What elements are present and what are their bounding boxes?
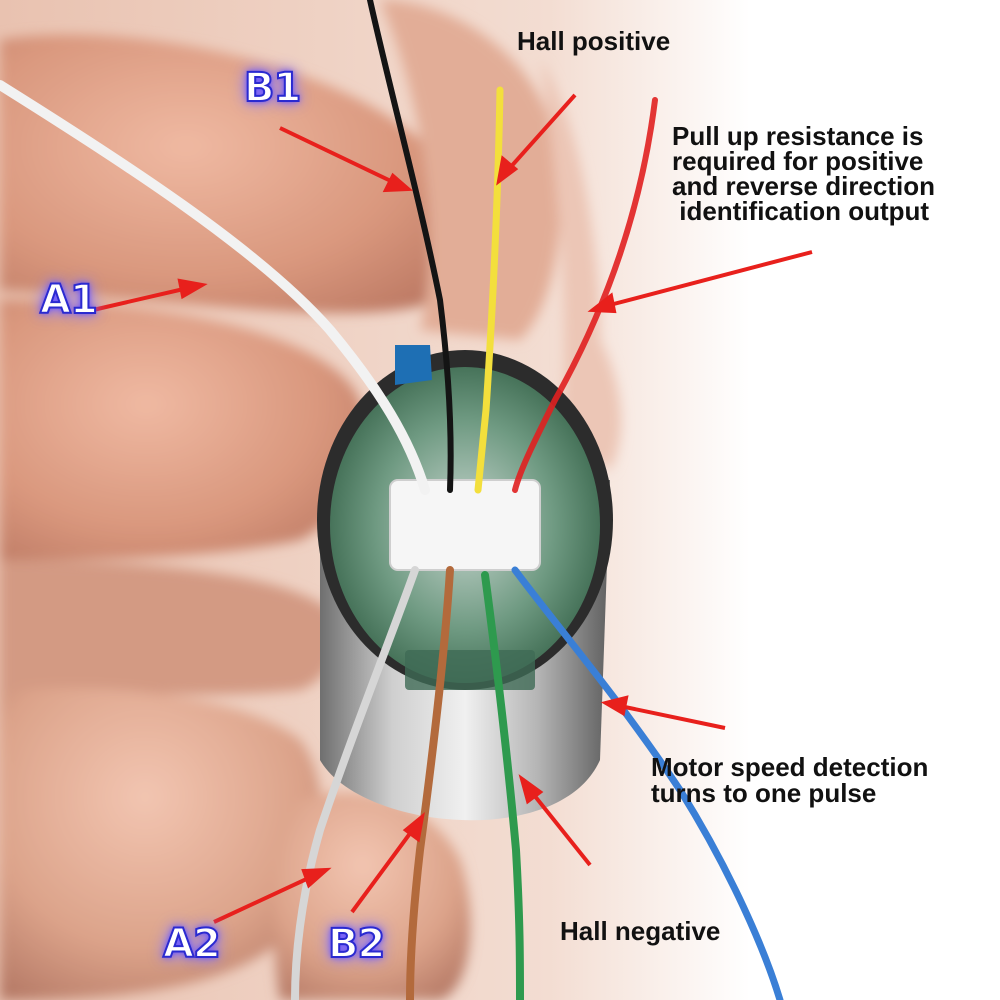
wire-red-output — [512, 97, 658, 493]
wire-brown-b2 — [406, 566, 454, 1000]
blue-component — [395, 345, 432, 385]
badge-a1: A1 — [39, 277, 99, 323]
wire-yellow-hall-positive — [474, 86, 504, 494]
arrow-hall-positive-head — [496, 155, 519, 186]
wire-green-hall-negative — [481, 571, 524, 1000]
label-hall-negative: Hall negative — [560, 916, 721, 946]
pull-up-line-4: identification output — [672, 196, 930, 226]
arrow-b1-line — [279, 126, 396, 185]
wire-white-a1 — [0, 80, 430, 495]
middle-finger — [0, 300, 366, 560]
wire-gray-a2 — [291, 566, 419, 1000]
arrow-pullup-line — [605, 250, 813, 308]
motor — [317, 345, 613, 821]
arrows — [92, 93, 813, 924]
arrow-a2-line — [213, 874, 314, 924]
upper-finger — [380, 0, 560, 340]
arrow-b1-head — [382, 172, 414, 193]
arrow-hall-negative-head — [518, 774, 544, 805]
arrow-hall-negative-line — [528, 788, 592, 867]
pull-up-line-2: required for positive — [672, 146, 924, 176]
badge-b2: B2 — [327, 921, 386, 967]
hand — [0, 0, 621, 1000]
arrow-b2-line — [350, 826, 416, 914]
ring-finger — [0, 560, 339, 695]
badge-b1: B1 — [243, 65, 302, 111]
label-hall-positive: Hall positive — [517, 26, 671, 56]
wire-black-b1 — [367, 0, 454, 493]
arrow-hall-positive-line — [506, 93, 577, 172]
lower-hand — [0, 687, 323, 1000]
wires — [0, 0, 784, 1000]
arrow-a1-head — [177, 278, 208, 300]
arrow-a2-head — [301, 867, 332, 889]
index-finger — [0, 34, 465, 313]
pull-up-line-3: and reverse direction — [672, 171, 935, 201]
wire-connector — [389, 479, 541, 571]
label-motor-speed: Motor speed detection turns to one pulse — [651, 754, 928, 806]
arrow-pullup-head — [587, 292, 617, 314]
pcb-label-strip — [405, 650, 535, 690]
arrow-speed-head — [600, 695, 629, 717]
wire-blue-speed — [511, 566, 784, 1000]
badge-a2: A2 — [162, 921, 222, 967]
label-pull-up-resistance: Pull up resistance is required for posit… — [672, 121, 935, 226]
arrow-speed-line — [619, 704, 726, 730]
pull-up-line-1: Pull up resistance is — [672, 121, 924, 151]
finger-edge — [540, 60, 621, 470]
motor-speed-line-1: Motor speed detection — [651, 752, 929, 782]
arrow-a1-line — [92, 286, 189, 312]
motor-speed-line-2: turns to one pulse — [651, 778, 877, 808]
arrow-b2-head — [402, 812, 425, 843]
